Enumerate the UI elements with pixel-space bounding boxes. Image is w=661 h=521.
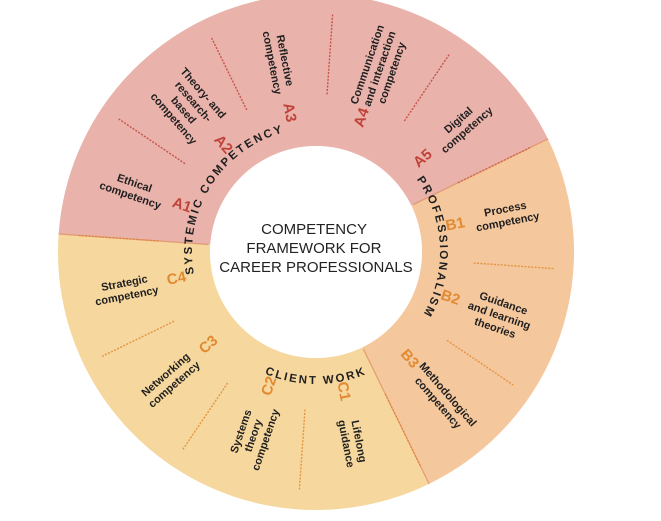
group-sectors <box>57 0 574 511</box>
segment-code: B1 <box>444 214 466 234</box>
segment-code: A1 <box>170 194 194 216</box>
group-divider <box>362 348 430 485</box>
group-divider <box>58 233 209 246</box>
center-hub <box>210 146 422 358</box>
segment-code: C1 <box>333 380 353 402</box>
segment-dividers <box>58 14 554 490</box>
center-title-line: COMPETENCY <box>261 221 367 238</box>
segment-code: C4 <box>165 268 188 288</box>
segment-code: A3 <box>279 101 299 123</box>
segment-label: Theory- andresearch-basedcompetency <box>148 65 229 148</box>
group-divider <box>412 138 549 206</box>
segment-code: A4 <box>351 105 374 129</box>
sector-professionalism <box>58 0 548 245</box>
segment-code: C2 <box>258 374 280 398</box>
center-title-line: CAREER PROFESSIONALS <box>219 259 412 276</box>
center-title: COMPETENCY FRAMEWORK FOR CAREER PROFESSI… <box>219 221 412 276</box>
segment-code: B2 <box>439 287 463 309</box>
sector-systemic <box>57 234 430 511</box>
sector-client_work <box>362 138 574 484</box>
center-title-line: FRAMEWORK FOR <box>246 240 381 257</box>
